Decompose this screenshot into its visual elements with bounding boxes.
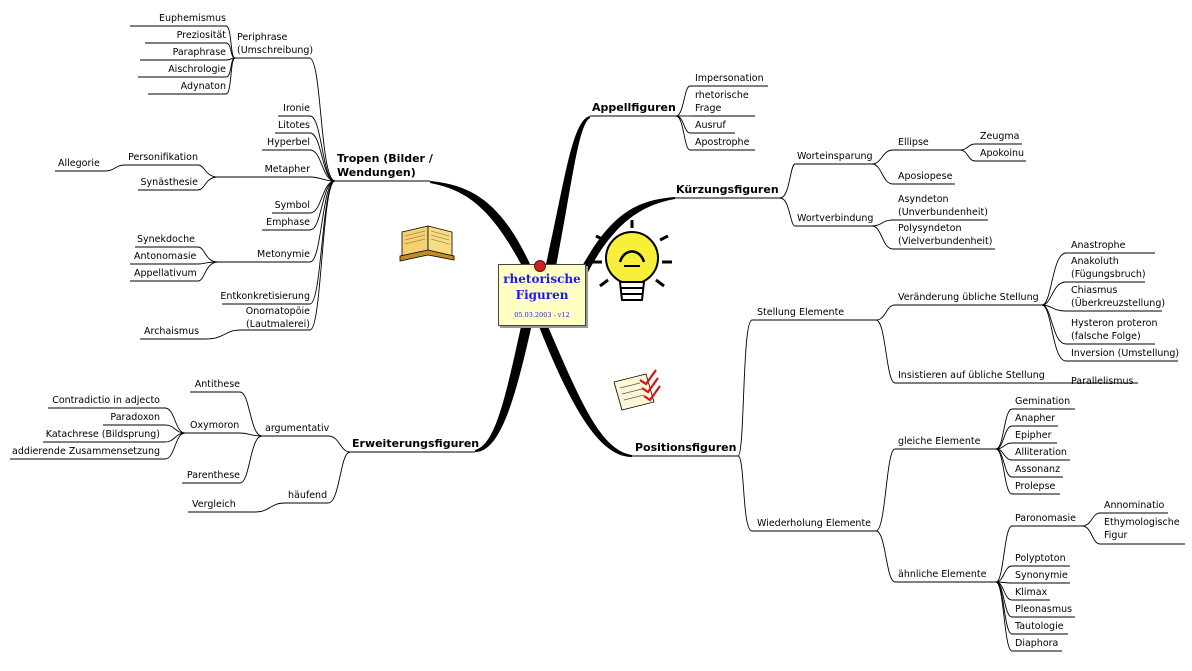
node-epipher[interactable]: Epipher [1015,430,1052,441]
node-synonymie[interactable]: Synonymie [1015,570,1068,581]
checklist-icon [613,369,661,411]
node-anastrophe[interactable]: Anastrophe [1071,240,1126,251]
node-diaphora[interactable]: Diaphora [1015,638,1059,649]
node-contradictio[interactable]: Contradictio in adjecto [52,395,160,406]
node-katachrese[interactable]: Katachrese (Bildsprung) [45,429,160,440]
node-preziositaet[interactable]: Preziosität [176,30,226,41]
main-branch-appell [546,116,590,266]
node-litotes[interactable]: Litotes [278,120,310,131]
node-zeugma[interactable]: Zeugma [980,131,1020,142]
node-metonymie[interactable]: Metonymie [257,249,310,260]
node-gleiche-elemente[interactable]: gleiche Elemente [898,436,981,447]
node-kuerzungsfiguren[interactable]: Kürzungsfiguren [676,183,779,196]
node-adynaton[interactable]: Adynaton [180,81,226,92]
node-symbol[interactable]: Symbol [274,200,310,211]
node-allegorie[interactable]: Allegorie [58,158,100,169]
node-apokoinu[interactable]: Apokoinu [980,148,1024,159]
pin-icon [534,260,546,272]
main-branch-erweiterung [475,322,532,452]
node-worteinsparung[interactable]: Worteinsparung [797,151,873,162]
node-alliteration[interactable]: Alliteration [1015,447,1067,458]
node-chiasmus[interactable]: Chiasmus (Überkreuzstellung) [1071,285,1166,309]
node-oxymoron[interactable]: Oxymoron [190,420,240,431]
node-paronomasie[interactable]: Paronomasie [1015,513,1076,524]
node-gemination[interactable]: Gemination [1015,396,1071,407]
book-icon [399,225,455,262]
node-appellativum[interactable]: Appellativum [134,268,197,279]
node-prolepse[interactable]: Prolepse [1015,481,1056,492]
node-ausruf[interactable]: Ausruf [695,120,726,131]
node-argumentativ[interactable]: argumentativ [265,423,330,434]
node-appellfiguren[interactable]: Appellfiguren [592,101,676,114]
node-periphrase[interactable]: Periphrase (Umschreibung) [237,32,314,56]
node-aposiopese[interactable]: Aposiopese [898,171,953,182]
node-synekdoche[interactable]: Synekdoche [137,234,195,245]
main-branch-tropen [430,181,530,266]
node-inversion[interactable]: Inversion (Umstellung) [1071,348,1180,359]
node-metapher[interactable]: Metapher [264,164,310,175]
node-apostrophe[interactable]: Apostrophe [695,137,750,148]
node-tautologie[interactable]: Tautologie [1015,621,1064,632]
node-rhetorische-frage[interactable]: rhetorische Frage [695,90,749,114]
node-onomatopoeie[interactable]: Onomatopöie (Lautmalerei) [245,306,310,330]
node-parallelismus[interactable]: Parallelismus [1071,376,1134,387]
node-ellipse[interactable]: Ellipse [898,137,929,148]
node-antonomasie[interactable]: Antonomasie [134,251,197,262]
node-hysteron-proteron[interactable]: Hysteron proteron (falsche Folge) [1071,318,1158,342]
node-tropen[interactable]: Tropen (Bilder / Wendungen) [337,152,433,179]
node-vergleich[interactable]: Vergleich [192,499,236,510]
node-impersonation[interactable]: Impersonation [695,73,764,84]
node-stellung-elemente[interactable]: Stellung Elemente [757,307,845,318]
node-addierende-zusammensetzung[interactable]: addierende Zusammensetzung [12,446,161,457]
node-assonanz[interactable]: Assonanz [1015,464,1061,475]
node-personifikation[interactable]: Personifikation [128,152,198,163]
node-paradoxon[interactable]: Paradoxon [110,412,160,423]
lightbulb-icon [592,220,672,301]
central-topic[interactable]: rhetorische Figuren 05.03.2003 - v12 [498,264,586,326]
node-veraenderung[interactable]: Veränderung übliche Stellung [898,292,1039,303]
node-anapher[interactable]: Anapher [1015,413,1056,424]
node-synaesthesie[interactable]: Synästhesie [140,177,198,188]
node-asyndeton[interactable]: Asyndeton (Unverbundenheit) [898,194,988,218]
node-pleonasmus[interactable]: Pleonasmus [1015,604,1073,615]
main-branch-kuerzung [580,197,675,276]
node-aehnliche-elemente[interactable]: ähnliche Elemente [898,569,987,580]
node-euphemismus[interactable]: Euphemismus [159,13,226,24]
node-anakoluth[interactable]: Anakoluth (Fügungsbruch) [1071,256,1146,280]
node-emphase[interactable]: Emphase [266,217,310,228]
node-ironie[interactable]: Ironie [283,103,310,114]
central-topic-date: 05.03.2003 - v12 [514,311,570,319]
node-ethymologische-figur[interactable]: Ethymologische Figur [1104,517,1180,541]
node-polysyndeton[interactable]: Polysyndeton (Vielverbundenheit) [898,223,993,247]
central-topic-title: rhetorische Figuren [503,272,581,302]
node-haeufend[interactable]: häufend [288,490,328,501]
node-parenthese[interactable]: Parenthese [186,470,240,481]
node-aischrologie[interactable]: Aischrologie [168,64,226,75]
node-antithese[interactable]: Antithese [194,379,240,390]
node-wiederholung-elemente[interactable]: Wiederholung Elemente [757,518,872,529]
node-hyperbel[interactable]: Hyperbel [266,137,310,148]
node-positionsfiguren[interactable]: Positionsfiguren [635,441,737,454]
node-insistieren[interactable]: Insistieren auf übliche Stellung [898,370,1045,381]
node-polyptoton[interactable]: Polyptoton [1015,553,1066,564]
node-annominatio[interactable]: Annominatio [1104,500,1165,511]
node-wortverbindung[interactable]: Wortverbindung [797,213,874,224]
node-entkonkretisierung[interactable]: Entkonkretisierung [220,291,310,302]
node-erweiterungsfiguren[interactable]: Erweiterungsfiguren [352,437,480,450]
node-klimax[interactable]: Klimax [1015,587,1048,598]
node-paraphrase[interactable]: Paraphrase [172,47,226,58]
node-archaismus[interactable]: Archaismus [144,326,200,337]
main-branch-position [538,322,632,457]
